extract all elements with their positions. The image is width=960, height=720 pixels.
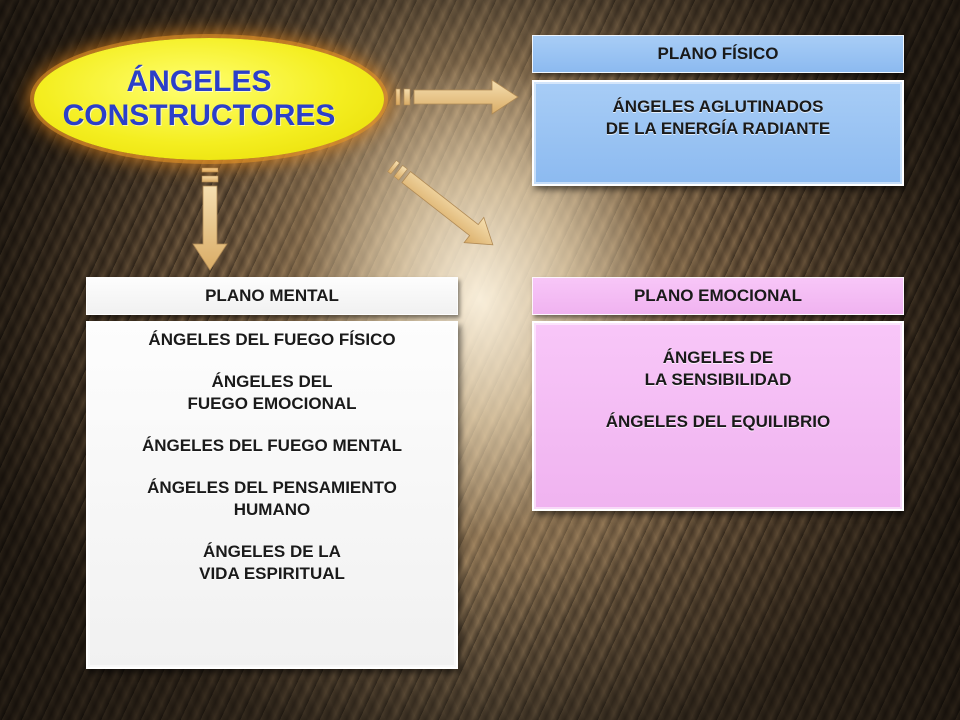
mental-line: ÁNGELES DEL FUEGO MENTAL bbox=[141, 436, 403, 455]
arrow-to-plano-emocional bbox=[387, 160, 494, 246]
plano-mental-box: ÁNGELES DEL FUEGO FÍSICO ÁNGELES DEL FUE… bbox=[86, 321, 458, 669]
plano-emocional-header: PLANO EMOCIONAL bbox=[532, 277, 904, 315]
mental-line: ÁNGELES DEL FUEGO FÍSICO bbox=[148, 330, 396, 349]
mental-line: ÁNGELES DEL PENSAMIENTO HUMANO bbox=[147, 478, 397, 519]
arrow-to-plano-mental bbox=[192, 167, 228, 271]
plano-fisico-box: ÁNGELES AGLUTINADOS DE LA ENERGÍA RADIAN… bbox=[532, 80, 904, 186]
arrow-to-plano-fisico bbox=[395, 79, 519, 115]
mental-line: ÁNGELES DE LA VIDA ESPIRITUAL bbox=[199, 542, 345, 583]
fisico-line: ÁNGELES AGLUTINADOS DE LA ENERGÍA RADIAN… bbox=[605, 97, 831, 138]
plano-fisico-header: PLANO FÍSICO bbox=[532, 35, 904, 73]
plano-mental-header: PLANO MENTAL bbox=[86, 277, 458, 315]
plano-emocional-box: ÁNGELES DE LA SENSIBILIDAD ÁNGELES DEL E… bbox=[532, 321, 904, 511]
mental-line: ÁNGELES DEL FUEGO EMOCIONAL bbox=[187, 372, 357, 413]
angeles-constructores-node: ÁNGELES CONSTRUCTORES bbox=[34, 38, 384, 160]
emocional-line: ÁNGELES DEL EQUILIBRIO bbox=[605, 412, 831, 431]
central-title: ÁNGELES CONSTRUCTORES bbox=[62, 65, 336, 132]
emocional-line: ÁNGELES DE LA SENSIBILIDAD bbox=[644, 348, 792, 389]
